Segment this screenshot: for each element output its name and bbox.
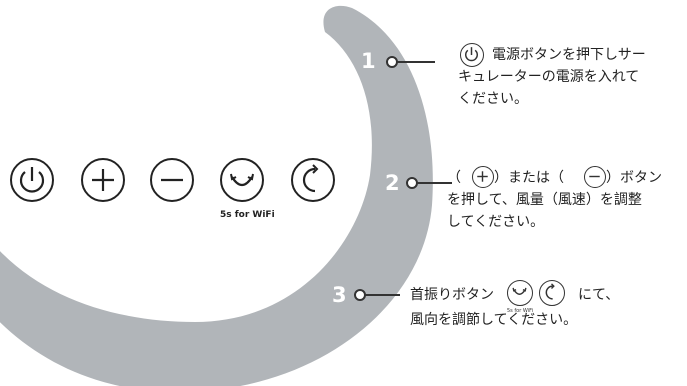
step-1-line-2: キュレーターの電源を入れて [458,69,640,85]
minus-icon [161,178,183,182]
arc-band [0,5,433,386]
step-2-line-2: を押して、風量（風速）を調整 [447,192,642,208]
step-3-wifi-caption: 5s for WiFi [507,308,533,314]
step-3-leader-line [360,294,400,296]
power-icon [19,167,45,193]
step-3-leader-dot [354,289,366,301]
step-2-paren-open: （ [447,170,461,186]
minus-icon [584,166,606,188]
step-2-leader-dot [406,177,418,189]
step-2-number: 2 [385,171,400,195]
plus-icon [472,166,494,188]
step-2-line-3: してください。 [447,214,545,230]
wifi-hint-label: 5s for WiFi [220,210,275,220]
plus-button[interactable] [81,158,125,202]
rotate-icon [539,280,565,306]
step-2-leader-line [412,182,452,184]
step-1-number: 1 [361,49,376,73]
step-1-line-3: ください。 [458,91,528,107]
step-1-line-1: 電源ボタンを押下しサー [492,47,646,63]
step-1-leader-line [393,61,435,63]
step-3-number: 3 [332,283,347,307]
step-2-line-1-end: ）ボタン [606,170,662,186]
power-button[interactable] [10,158,54,202]
swing-button[interactable] [220,158,264,202]
plus-icon [92,169,114,191]
power-icon [460,43,484,67]
minus-button[interactable] [150,158,194,202]
step-1-leader-dot [386,56,398,68]
step-3-line-1-start: 首振りボタン [410,287,494,303]
step-2-line-1-mid: ）または（ [494,170,564,186]
step-3-line-2: 風向を調節してください。 [410,312,578,328]
rotate-icon [302,164,319,193]
step-3-line-1-end: にて、 [578,287,620,303]
rotate-button[interactable] [291,158,335,202]
swing-icon [507,280,533,306]
swing-icon [230,173,254,187]
